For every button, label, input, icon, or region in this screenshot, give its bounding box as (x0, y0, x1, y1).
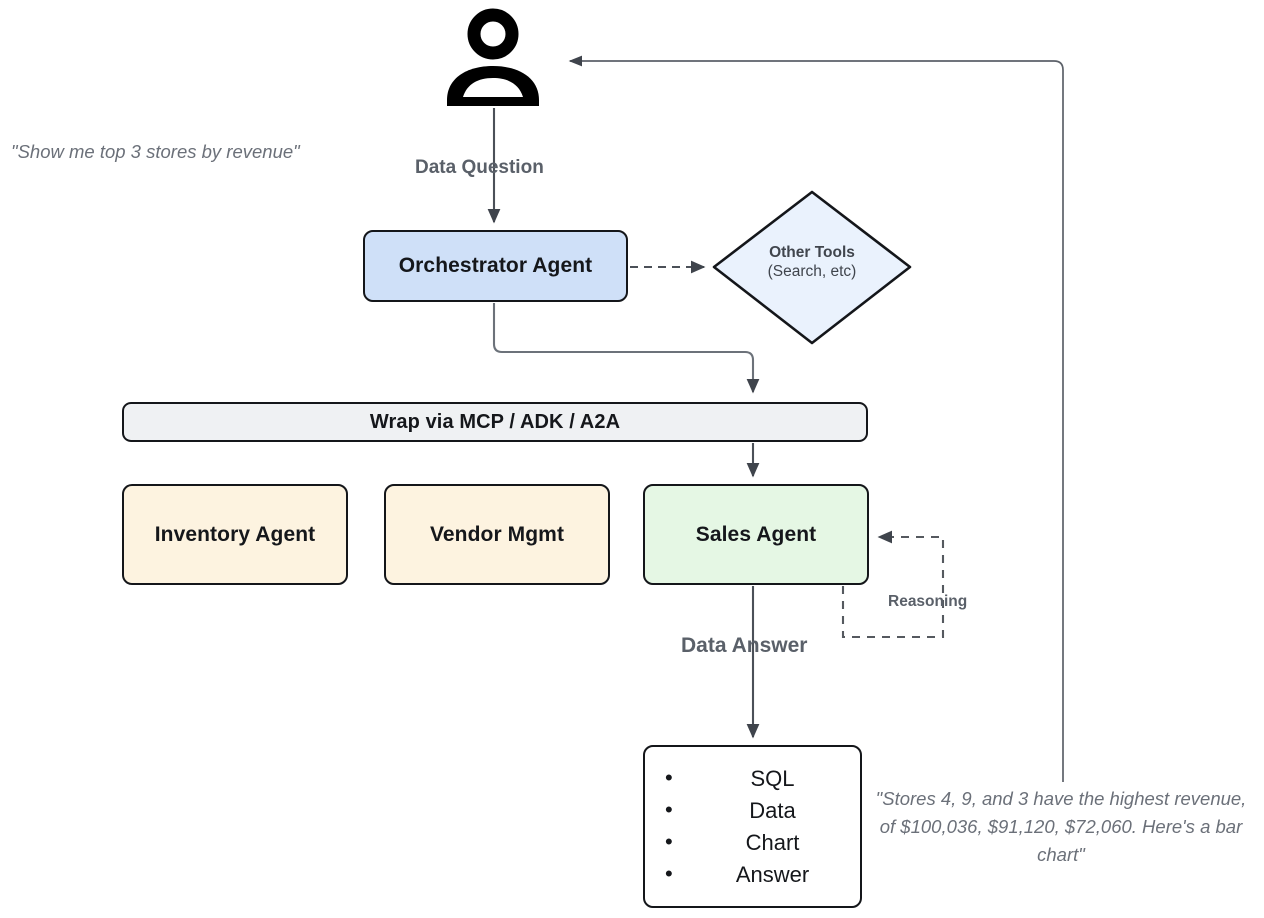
output-artifact-item: SQL (663, 762, 860, 795)
node-orchestrator-agent[interactable]: Orchestrator Agent (363, 230, 628, 302)
other-tools-title: Other Tools (769, 244, 855, 261)
vendor-mgmt-label: Vendor Mgmt (429, 522, 565, 546)
other-tools-text: Other Tools (Search, etc) (712, 244, 912, 282)
node-wrap-via-mcp-adk-a2a[interactable]: Wrap via MCP / ADK / A2A (122, 402, 868, 442)
node-vendor-mgmt[interactable]: Vendor Mgmt (384, 484, 610, 585)
edge-label-data-answer: Data Answer (681, 634, 808, 657)
answer-quote: "Stores 4, 9, and 3 have the highest rev… (875, 788, 1247, 865)
person-icon (447, 8, 539, 106)
node-inventory-agent[interactable]: Inventory Agent (122, 484, 348, 585)
edge-label-reasoning: Reasoning (888, 593, 968, 610)
output-artifact-item: Data (663, 794, 860, 827)
output-artifact-list: SQLDataChartAnswer (663, 762, 860, 891)
inventory-agent-label: Inventory Agent (154, 522, 316, 546)
node-sales-agent[interactable]: Sales Agent (643, 484, 869, 585)
user-question-quote: "Show me top 3 stores by revenue" (11, 141, 300, 162)
output-artifact-item: Chart (663, 826, 860, 859)
node-output-artifacts[interactable]: SQLDataChartAnswer (643, 745, 862, 908)
orchestrator-agent-label: Orchestrator Agent (398, 254, 593, 277)
wrap-bar-label: Wrap via MCP / ADK / A2A (369, 410, 621, 433)
node-other-tools[interactable]: Other Tools (Search, etc) (712, 190, 912, 345)
output-artifact-item: Answer (663, 858, 860, 891)
edge-label-data-question: Data Question (415, 157, 544, 178)
sales-agent-label: Sales Agent (695, 522, 817, 546)
other-tools-subtitle: (Search, etc) (767, 262, 857, 280)
